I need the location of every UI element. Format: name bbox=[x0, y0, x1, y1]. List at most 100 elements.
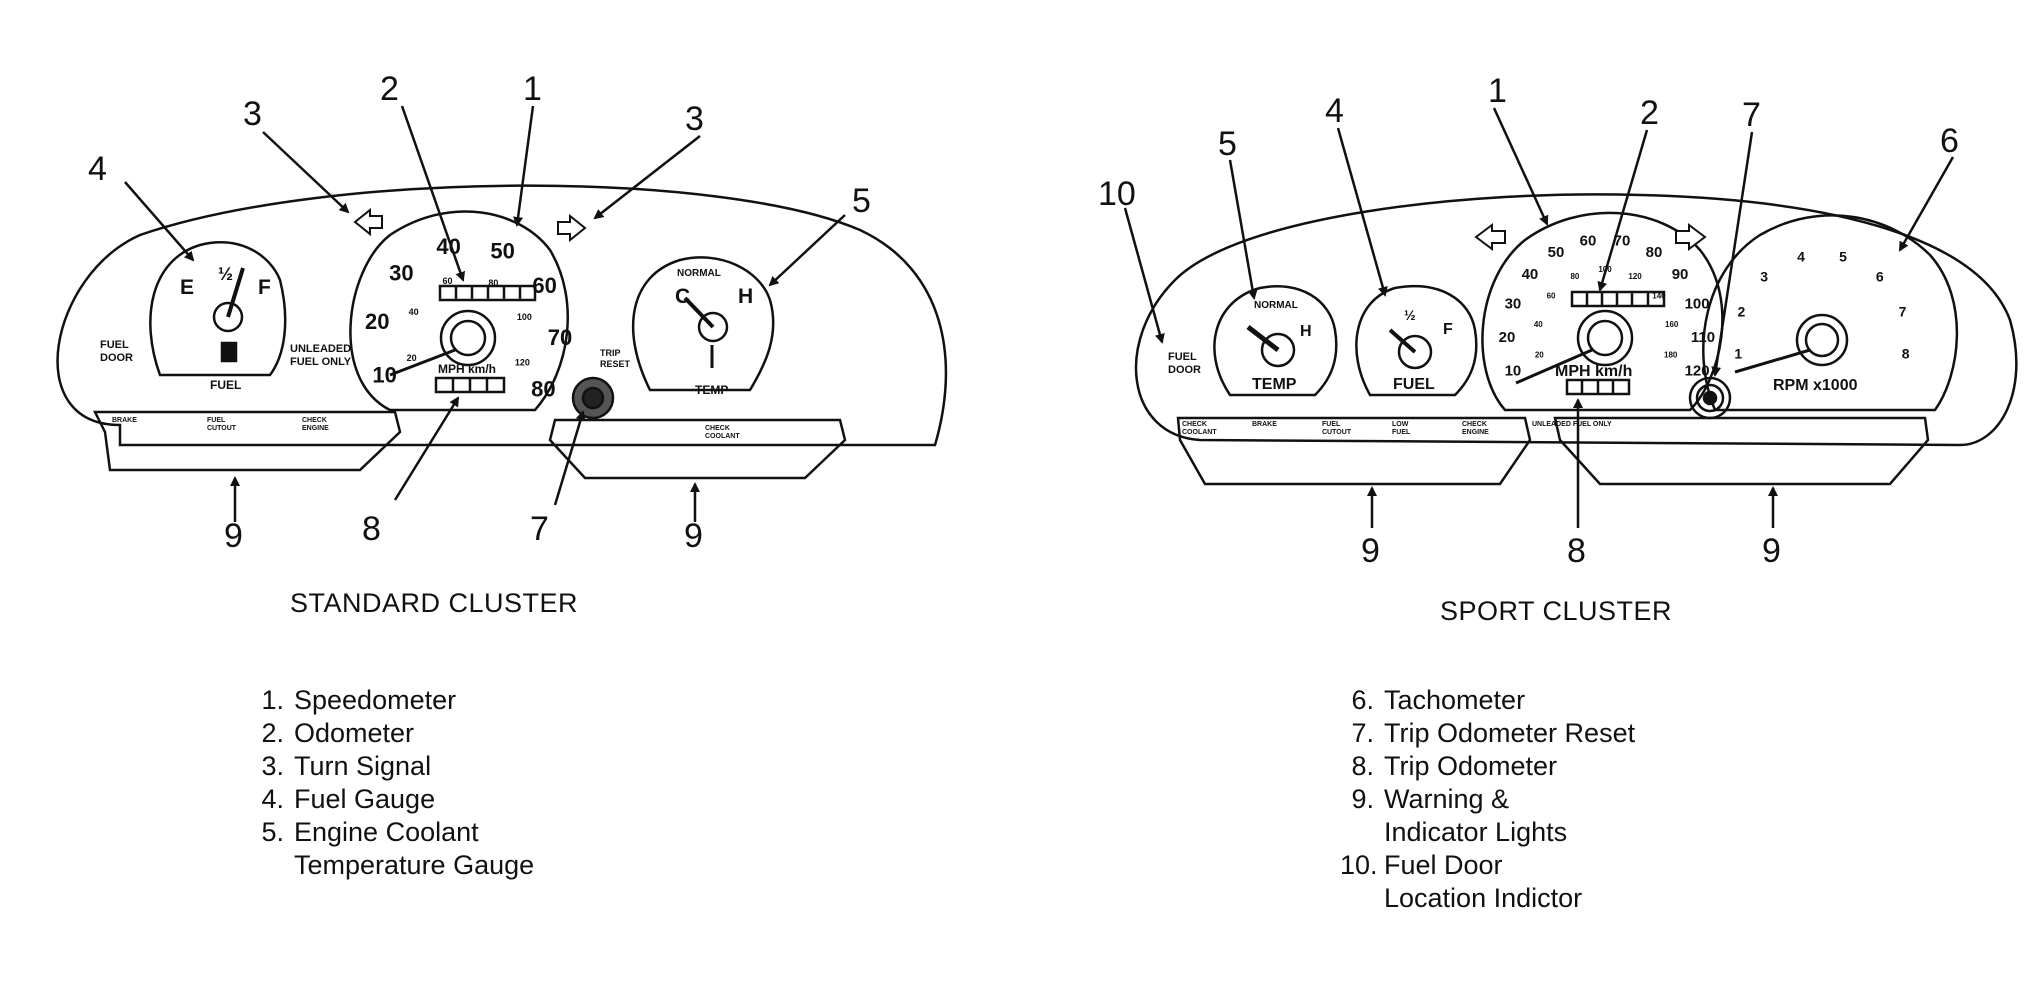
legend-text: Trip Odometer Reset bbox=[1384, 718, 1636, 748]
standard-cluster bbox=[56, 105, 948, 522]
legend-text: Tachometer bbox=[1384, 685, 1526, 715]
legend-number: 8. bbox=[1351, 751, 1374, 781]
tick-label: 100 bbox=[1685, 295, 1710, 312]
warning-light-label: CHECK bbox=[705, 425, 730, 432]
sport-callout-9-right: 9 bbox=[1762, 532, 1781, 570]
legend-text: Speedometer bbox=[294, 685, 457, 715]
label-line: FUEL bbox=[100, 339, 129, 351]
tick-label: 10 bbox=[372, 363, 396, 388]
legend-item: 1.Speedometer bbox=[250, 684, 534, 717]
standard-cluster-caption: STANDARD CLUSTER bbox=[290, 588, 579, 618]
tick-label: 180 bbox=[1664, 351, 1678, 360]
tick-label: 50 bbox=[490, 239, 514, 264]
sport-warning-panel-left bbox=[1176, 416, 1532, 486]
callout-9-left: 9 bbox=[224, 517, 243, 555]
sport-temp-gauge-outline bbox=[1213, 285, 1338, 397]
sport-fuel-gauge-hub bbox=[1397, 334, 1433, 370]
sport-callout-10: 10 bbox=[1098, 175, 1136, 213]
tick-label: 7 bbox=[1899, 304, 1907, 320]
fuel-e-label: E bbox=[180, 276, 194, 299]
sport-cluster-caption: SPORT CLUSTER bbox=[1440, 596, 1673, 626]
tick-label: 80 bbox=[531, 377, 555, 402]
tachometer-outline bbox=[1702, 214, 1959, 412]
standard-fuel-gauge-outline bbox=[149, 241, 287, 377]
sport-callout-1: 1 bbox=[1488, 72, 1507, 110]
fuel-f-label: F bbox=[258, 276, 271, 299]
warning-light-label: ENGINE bbox=[1462, 429, 1489, 436]
legend-number: 10. bbox=[1340, 850, 1378, 880]
legend-text: Trip Odometer bbox=[1384, 751, 1558, 781]
standard-temp-gauge-outline bbox=[631, 256, 775, 392]
legend-text: Fuel Door Location Indictor bbox=[1384, 850, 1583, 913]
warning-light-label: LOW bbox=[1392, 421, 1409, 428]
tick-label: 80 bbox=[1646, 244, 1663, 261]
sport-callout-9-left: 9 bbox=[1361, 532, 1380, 570]
temp-normal-label: NORMAL bbox=[677, 268, 721, 279]
warning-light-label: FUEL bbox=[1392, 429, 1411, 436]
warning-light-label: CHECK bbox=[1182, 421, 1207, 428]
fuel-half-label: ½ bbox=[218, 264, 233, 284]
label-line: DOOR bbox=[1168, 364, 1201, 376]
warning-light-label: BRAKE bbox=[1252, 421, 1277, 428]
tick-label: 60 bbox=[1580, 232, 1597, 249]
tick-label: 80 bbox=[1570, 272, 1579, 281]
callout-3-left: 3 bbox=[243, 95, 262, 133]
standard-warning-panel-right bbox=[548, 418, 847, 480]
warning-light-label: ENGINE bbox=[302, 425, 329, 432]
standard-temp-gauge-hub bbox=[697, 311, 729, 343]
tick-label: 80 bbox=[488, 278, 498, 288]
callout-8: 8 bbox=[362, 510, 381, 548]
tick-label: 4 bbox=[1797, 248, 1805, 264]
warning-light-label: BRAKE bbox=[112, 417, 137, 424]
tick-label: 20 bbox=[1499, 329, 1516, 346]
sport-cluster bbox=[1123, 107, 2018, 528]
legend-text: Odometer bbox=[294, 718, 415, 748]
tick-label: 90 bbox=[1672, 266, 1689, 283]
sport-fuel-half-label: ½ bbox=[1404, 307, 1416, 323]
sport-callout-5: 5 bbox=[1218, 125, 1237, 163]
sport-speedo-unit-label: MPH km/h bbox=[1555, 363, 1632, 380]
tick-label: 1 bbox=[1734, 345, 1742, 361]
legend-number: 4. bbox=[261, 784, 284, 814]
sport-temp-gauge-hub bbox=[1260, 332, 1296, 368]
tick-label: 160 bbox=[1665, 320, 1679, 329]
speedo-unit-label: MPH km/h bbox=[438, 362, 496, 376]
label-line: TRIP bbox=[600, 348, 621, 358]
label-line: UNLEADED bbox=[290, 343, 351, 355]
callout-3-right: 3 bbox=[685, 100, 704, 138]
sport-callout-7: 7 bbox=[1742, 96, 1761, 134]
tick-label: 2 bbox=[1738, 304, 1746, 320]
sport-fuel-gauge-outline bbox=[1355, 285, 1478, 397]
tick-label: 40 bbox=[409, 307, 419, 317]
sport-speedometer-hub bbox=[1576, 309, 1634, 367]
warning-light-label: CHECK bbox=[302, 417, 327, 424]
sport-temp-label: TEMP bbox=[1252, 376, 1297, 393]
right-turn-signal-icon bbox=[557, 213, 587, 243]
tick-label: 60 bbox=[442, 276, 452, 286]
label-line: RESET bbox=[600, 359, 631, 369]
legend-number: 5. bbox=[261, 817, 284, 847]
tick-label: 3 bbox=[1760, 268, 1768, 284]
temp-h-label: H bbox=[738, 285, 753, 308]
left-turn-signal-icon bbox=[353, 207, 383, 237]
legend-item: 2.Odometer bbox=[250, 717, 534, 750]
fuel-gauge-label: FUEL bbox=[210, 378, 241, 392]
sport-callout-6: 6 bbox=[1940, 122, 1959, 160]
legend-item: 7.Trip Odometer Reset bbox=[1340, 717, 1635, 750]
legend-item: 4.Fuel Gauge bbox=[250, 783, 534, 816]
tick-label: 20 bbox=[365, 309, 389, 334]
standard-fuel-gauge-hub bbox=[212, 301, 244, 333]
tachometer-hub bbox=[1795, 313, 1849, 367]
tick-label: 40 bbox=[1522, 266, 1539, 283]
sport-callout-8: 8 bbox=[1567, 532, 1586, 570]
